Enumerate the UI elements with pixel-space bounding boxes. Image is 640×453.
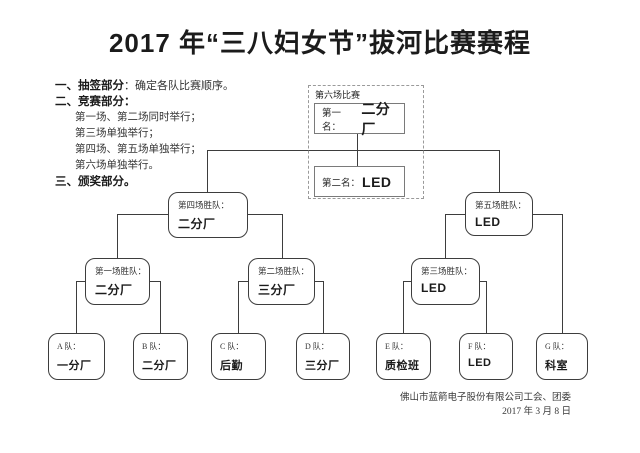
footer-signature: 佛山市蓝箭电子股份有限公司工会、团委 2017 年 3 月 8 日 (400, 391, 571, 419)
bracket-connector (486, 281, 487, 333)
team-box-b: B 队： 二分厂 (133, 333, 188, 380)
team-box-g: G 队： 科室 (536, 333, 588, 380)
bracket-connector (445, 214, 465, 215)
notes-match-line-1: 第一场、第二场同时举行； (75, 112, 201, 123)
footer-organization: 佛山市蓝箭电子股份有限公司工会、团委 (399, 393, 571, 403)
bracket-connector (160, 281, 161, 333)
second-place-label: 第二名： (322, 178, 361, 189)
match1-winner-box: 第一场胜队： 二分厂 (85, 258, 150, 305)
notes-draw-section: 一、抽签部分：确定各队比赛顺序。 (55, 80, 234, 92)
bracket-connector (282, 214, 283, 258)
bracket-connector (117, 214, 118, 258)
notes-match-line-2: 第三场单独举行； (75, 128, 159, 139)
notes-match-line-4: 第六场单独举行。 (75, 160, 159, 171)
second-place-team: LED (362, 173, 392, 190)
bracket-connector (207, 150, 208, 192)
bracket-connector (207, 150, 499, 151)
team-box-e: E 队： 质检班 (376, 333, 431, 380)
match2-winner-box: 第二场胜队： 三分厂 (248, 258, 315, 305)
bracket-connector (76, 281, 77, 333)
bracket-connector (403, 281, 404, 333)
first-place-box: 第一名： 二分厂 (314, 101, 405, 137)
bracket-connector (238, 281, 239, 333)
bracket-connector (238, 281, 248, 282)
notes-block: 一、抽签部分：确定各队比赛顺序。 二、竞赛部分： 第一场、第二场同时举行； 第三… (55, 78, 305, 190)
team-box-f: F 队： LED (459, 333, 513, 380)
team-box-c: C 队： 后勤 (211, 333, 266, 380)
bracket-connector (357, 134, 358, 167)
bracket-connector (150, 281, 160, 282)
bracket-connector (248, 214, 282, 215)
footer-date: 2017 年 3 月 8 日 (502, 407, 571, 417)
match4-winner-box: 第四场胜队： 二分厂 (168, 192, 248, 238)
bracket-connector (562, 214, 563, 333)
first-place-label: 第一名： (322, 108, 342, 133)
notes-award-section: 三、颁奖部分。 (55, 176, 136, 188)
bracket-connector (323, 281, 324, 333)
second-place-box: 第二名：LED (314, 166, 405, 197)
match5-winner-box: 第五场胜队： LED (465, 192, 533, 236)
bracket-connector (499, 150, 500, 192)
page-title: 2017 年“三八妇女节”拔河比赛赛程 (108, 28, 532, 58)
bracket-connector (403, 281, 411, 282)
bracket-connector (315, 281, 323, 282)
notes-match-line-3: 第四场、第五场单独举行； (75, 144, 201, 155)
bracket-connector (445, 214, 446, 258)
first-place-team: 二分厂 (361, 100, 391, 137)
notes-match-section: 二、竞赛部分： (55, 96, 136, 108)
team-box-d: D 队： 三分厂 (296, 333, 350, 380)
bracket-connector (533, 214, 562, 215)
final-match-container (308, 85, 424, 199)
team-box-a: A 队： 一分厂 (48, 333, 105, 380)
bracket-connector (76, 281, 85, 282)
match3-winner-box: 第三场胜队： LED (411, 258, 480, 305)
bracket-connector (117, 214, 168, 215)
bracket-connector (480, 281, 487, 282)
final-match-title: 第六场比赛 (315, 90, 361, 100)
